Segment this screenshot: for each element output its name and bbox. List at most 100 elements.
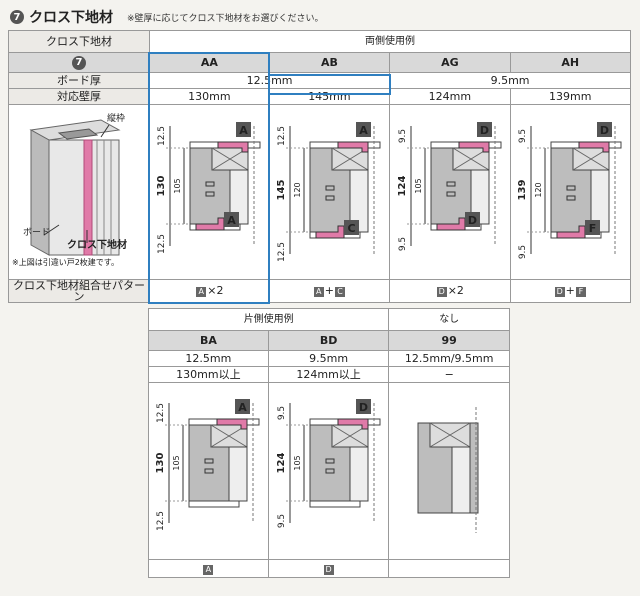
wall-AG: 124mm — [389, 88, 511, 105]
dim-total: 130 — [156, 176, 167, 197]
board-12-5: 12.5mm — [148, 72, 391, 89]
pattern-AB: A+C — [268, 279, 391, 303]
fastener — [205, 181, 215, 187]
group-none: なし — [388, 308, 510, 331]
group-one-side: 片側使用例 — [147, 308, 390, 331]
pattern-AA: A×2 — [149, 279, 270, 303]
pattern-tag: A — [313, 287, 324, 297]
cloth-strip-top — [216, 418, 248, 430]
cloth-tag-letter: C — [348, 222, 356, 235]
door-track — [451, 446, 471, 514]
pattern-AG: D×2 — [389, 279, 511, 303]
cloth-tag-box — [224, 212, 240, 227]
diagram-99-cell — [388, 382, 510, 560]
board-bottom — [188, 500, 240, 508]
pattern-tag: A — [203, 564, 214, 575]
code-AG[interactable]: AG — [389, 52, 511, 73]
cloth-strip-top — [337, 141, 369, 153]
dim-inner: 120 — [293, 182, 302, 197]
row-label-material: クロス下地材 — [8, 30, 150, 53]
cloth-tag-box — [356, 122, 372, 137]
cloth-tag-letter: A — [240, 124, 249, 137]
pattern-BA: A — [148, 559, 269, 578]
cloth-strip-bottom — [436, 217, 466, 231]
fastener — [204, 458, 214, 464]
dim-top: 12.5 — [277, 126, 287, 146]
fastener — [204, 468, 214, 474]
cloth-strip-bottom — [556, 225, 586, 239]
fastener — [566, 185, 576, 191]
cloth-tag-box — [585, 220, 601, 235]
code-BA[interactable]: BA — [148, 330, 269, 351]
dim-bottom: 12.5 — [156, 511, 166, 531]
code-AB[interactable]: AB — [268, 52, 391, 73]
pattern-BD: D — [267, 559, 390, 578]
diagram-99 — [417, 407, 479, 533]
cloth-tag-letter: D — [600, 124, 609, 137]
cloth-tag-letter: A — [239, 401, 248, 414]
code-AA[interactable]: AA — [149, 52, 270, 73]
dim-top: 9.5 — [398, 129, 408, 143]
section-title: クロス下地材 — [29, 10, 113, 26]
cloth-tag-box — [355, 399, 371, 414]
dim-top: 12.5 — [157, 126, 167, 146]
dim-inner: 105 — [414, 178, 423, 193]
cloth-tag-box — [236, 122, 252, 137]
legend-cloth: クロス下地材 — [67, 240, 127, 251]
wall-AH: 139mm — [509, 88, 632, 105]
legend-cell: 縦枠 ボード クロス下地材 ※上図は引違い戸2枚建です。 — [8, 104, 150, 280]
code-BD[interactable]: BD — [267, 330, 390, 351]
pattern-tag: D — [554, 287, 565, 297]
cloth-strip-top — [458, 141, 490, 153]
legend-tate: 縦枠 — [107, 114, 126, 124]
pattern-tag: C — [335, 287, 346, 297]
dim-top: 12.5 — [156, 403, 166, 423]
cloth-strip-bottom — [315, 225, 345, 239]
legend-illustration — [29, 119, 121, 256]
wall-BD: 124mm以上 — [267, 366, 390, 383]
cloth-tag-box — [476, 122, 492, 137]
pattern-AH: D+F — [509, 279, 632, 303]
dim-total: 124 — [276, 453, 287, 474]
board-9-5: 9.5mm — [389, 72, 631, 89]
cloth-tag-letter: D — [359, 401, 368, 414]
code-99[interactable]: 99 — [388, 330, 510, 351]
dim-bottom: 9.5 — [277, 514, 287, 528]
fastener — [205, 191, 215, 197]
cloth-strip-top — [217, 141, 249, 153]
fastener — [446, 191, 456, 197]
dim-bottom: 9.5 — [398, 237, 408, 251]
code-AH[interactable]: AH — [509, 52, 632, 73]
board-bottom — [309, 500, 361, 508]
legend-note: ※上図は引違い戸2枚建です。 — [12, 258, 119, 267]
row-label-wall: 対応壁厚 — [8, 88, 150, 105]
cloth-tag-letter: A — [360, 124, 369, 137]
wall-99: − — [388, 366, 510, 383]
dim-total: 130 — [155, 453, 166, 474]
dim-total: 139 — [517, 180, 528, 201]
cloth-tag-box — [344, 220, 360, 235]
section-note: ※壁厚に応じてクロス下地材をお選びください。 — [127, 13, 324, 24]
fastener — [325, 458, 335, 464]
dim-top: 9.5 — [518, 129, 528, 143]
legend-board: ボード — [23, 228, 51, 238]
door-track — [349, 446, 369, 502]
pattern-tag: F — [575, 287, 586, 297]
cloth-tag-box — [235, 399, 251, 414]
board-BD: 9.5mm — [267, 350, 390, 367]
cloth-strip-top — [578, 141, 610, 153]
dim-bottom: 12.5 — [277, 242, 287, 262]
bottom-table: 片側使用例 なし BA BD 99 12.5mm 9.5mm 12.5mm/9.… — [147, 308, 510, 578]
row-label-pattern: クロス下地材組合せパターン — [8, 279, 150, 303]
dim-inner: 120 — [534, 182, 543, 197]
group-both-sides: 両側使用例 — [149, 30, 631, 53]
